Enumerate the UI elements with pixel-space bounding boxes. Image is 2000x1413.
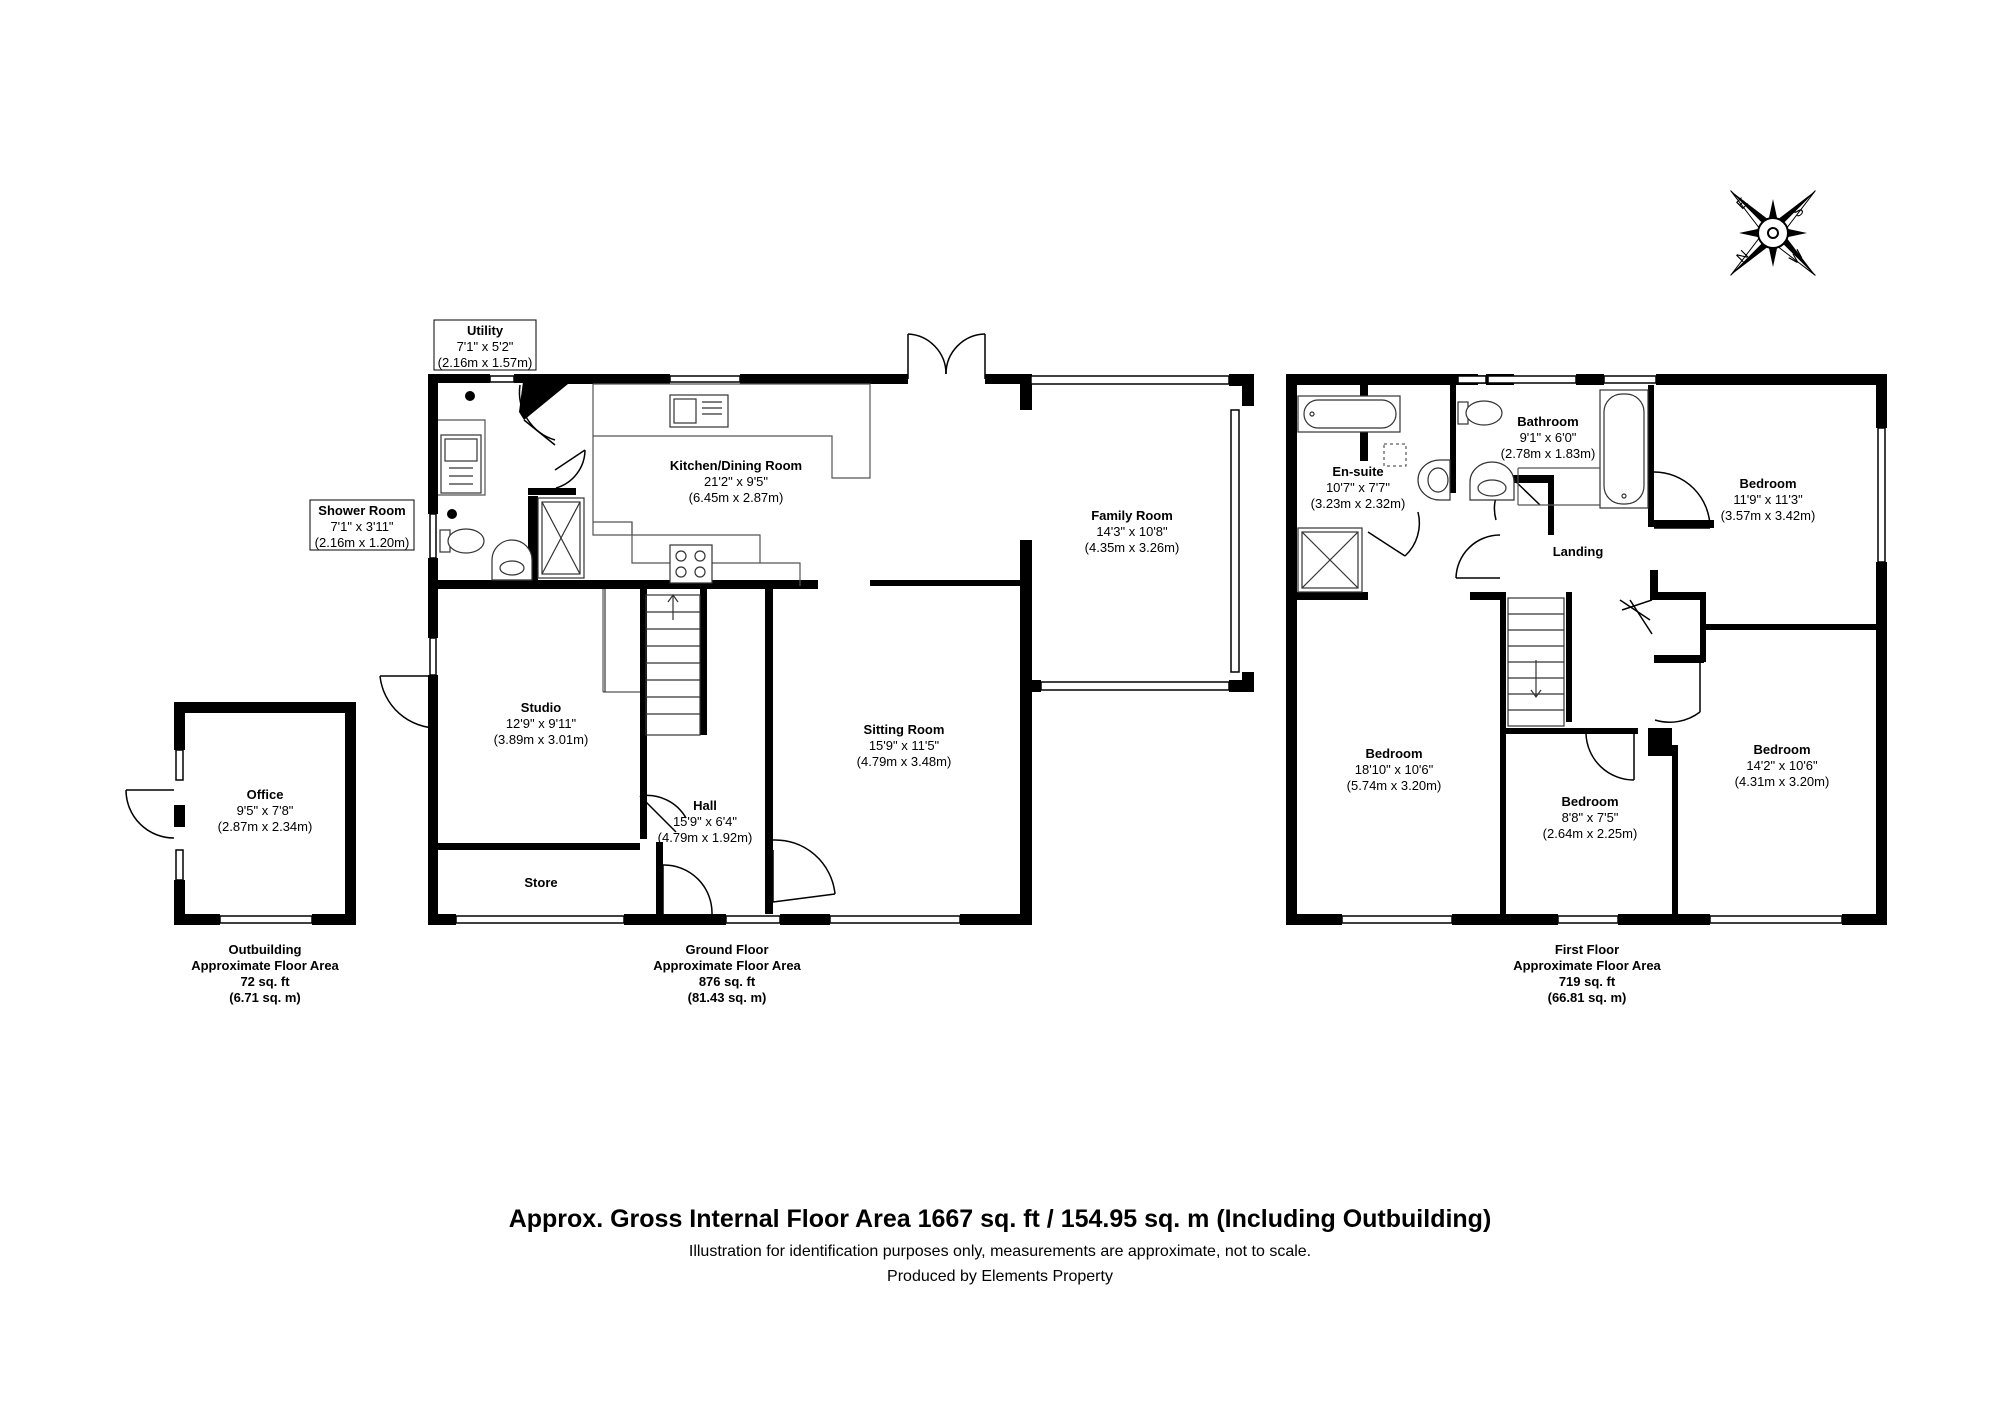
ensuite-bath-icon <box>1297 395 1401 433</box>
outbuilding-walls <box>174 702 356 925</box>
compass-icon <box>1730 190 1816 276</box>
bathroom-bath-icon <box>1599 389 1649 509</box>
ground-stairs-icon <box>604 589 701 736</box>
ground-floor-windows <box>429 375 1240 924</box>
shower-basin-icon <box>491 539 533 581</box>
kitchen-hob-icon <box>669 544 713 584</box>
disclaimer-text: Illustration for identification purposes… <box>688 1243 1312 1260</box>
label-store: Store <box>524 875 557 890</box>
kitchen-worktops <box>592 383 871 693</box>
label-landing: Landing <box>1553 544 1604 559</box>
kitchen-french-doors-icon <box>907 333 986 379</box>
ensuite-basin-icon <box>1417 459 1451 501</box>
outbuilding-windows <box>175 749 313 924</box>
gross-area-heading: Approx. Gross Internal Floor Area 1667 s… <box>508 1205 1492 1233</box>
first-floor-windows <box>1341 375 1886 924</box>
producer-credit: Produced by Elements Property <box>887 1268 1113 1285</box>
ensuite-shower-icon <box>1297 527 1363 593</box>
shower-tray-icon <box>537 497 585 579</box>
shower-toilet-icon <box>439 528 485 554</box>
bathroom-toilet-icon <box>1457 400 1503 426</box>
ensuite-fan-icon <box>1383 443 1407 467</box>
first-floor-doors-icon <box>1367 471 1711 781</box>
kitchen-sink-icon <box>669 394 729 428</box>
ground-floor-doors-icon <box>379 384 836 915</box>
utility-worktop <box>438 419 486 496</box>
office-door-icon <box>125 789 175 839</box>
bathroom-partition <box>1517 467 1600 506</box>
ground-floor-walls <box>428 374 1254 925</box>
first-floor-walls <box>1286 374 1887 925</box>
shower-boiler-icon <box>447 509 457 519</box>
first-stairs-icon <box>1507 597 1565 727</box>
bathroom-basin-icon <box>1469 461 1515 501</box>
compass-n: N <box>1733 247 1751 265</box>
utility-sink-icon <box>440 434 482 494</box>
utility-boiler-icon <box>465 391 475 401</box>
